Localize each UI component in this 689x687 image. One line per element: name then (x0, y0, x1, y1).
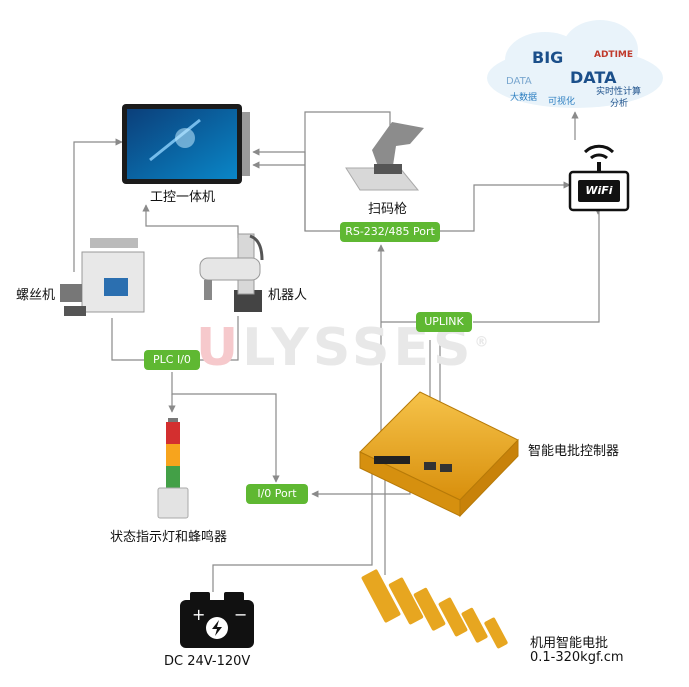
line-controller-power (212, 470, 373, 592)
line-robot-ipc (142, 204, 239, 238)
label-screwdriver: 机用智能电批 (530, 636, 609, 651)
label-indicator: 状态指示灯和蜂鸣器 (110, 530, 228, 545)
watermark-reg: ® (474, 334, 493, 351)
label-torque-range: 0.1-320kgf.cm (530, 650, 624, 665)
cloud-words: BIG DATA ADTIME 实时性计算 可视化 分析 DATA 大数据 (492, 26, 662, 112)
label-screw-machine: 螺丝机 (16, 288, 56, 303)
connection-lines (73, 111, 602, 592)
watermark-first: U (196, 318, 243, 378)
svg-text:−: − (234, 605, 247, 624)
line-plc-io (171, 372, 280, 483)
io-port: I/0 Port (246, 484, 308, 504)
industrial-pc (122, 104, 250, 184)
cloud-word-realtime: 实时性计算 (596, 87, 642, 97)
line-robot-plc (200, 316, 239, 361)
cloud-word-big: BIG (532, 48, 564, 67)
label-power: DC 24V-120V (164, 654, 251, 669)
tower-light (157, 418, 189, 519)
uplink-port: UPLINK (416, 312, 472, 332)
plc-io-port: PLC I/0 (144, 350, 200, 370)
line-screw-ipc (73, 138, 123, 272)
line-rs232-ipc (252, 148, 350, 232)
robot-arm (199, 233, 264, 312)
line-rs232-wifi (440, 181, 571, 232)
battery-icon: + − (180, 592, 254, 648)
smart-screwdriver-controller (359, 391, 519, 518)
line-screw-plc (111, 318, 144, 361)
rs232-port: RS-232/485 Port (340, 222, 440, 242)
barcode-scanner (345, 122, 424, 191)
label-ipc: 工控一体机 (150, 190, 216, 205)
wifi-router (568, 144, 630, 212)
cloud-word-analysis: 分析 (610, 99, 629, 109)
label-scanner: 扫码枪 (368, 202, 408, 217)
screw-machine (60, 238, 145, 316)
cloud-word-data2: DATA (506, 76, 532, 87)
cloud-word-adtime: ADTIME (594, 50, 634, 60)
svg-text:+: + (192, 605, 205, 624)
big-data-cloud (487, 20, 663, 108)
cloud-word-bigdata: 大数据 (510, 93, 538, 103)
screwdrivers (361, 569, 508, 649)
label-robot: 机器人 (268, 288, 308, 303)
label-controller: 智能电批控制器 (528, 444, 620, 459)
wifi-label: WiFi (585, 184, 613, 197)
line-uplink-wifi (473, 210, 600, 323)
cloud-word-visual: 可视化 (548, 97, 576, 107)
cloud-word-data: DATA (570, 68, 617, 87)
